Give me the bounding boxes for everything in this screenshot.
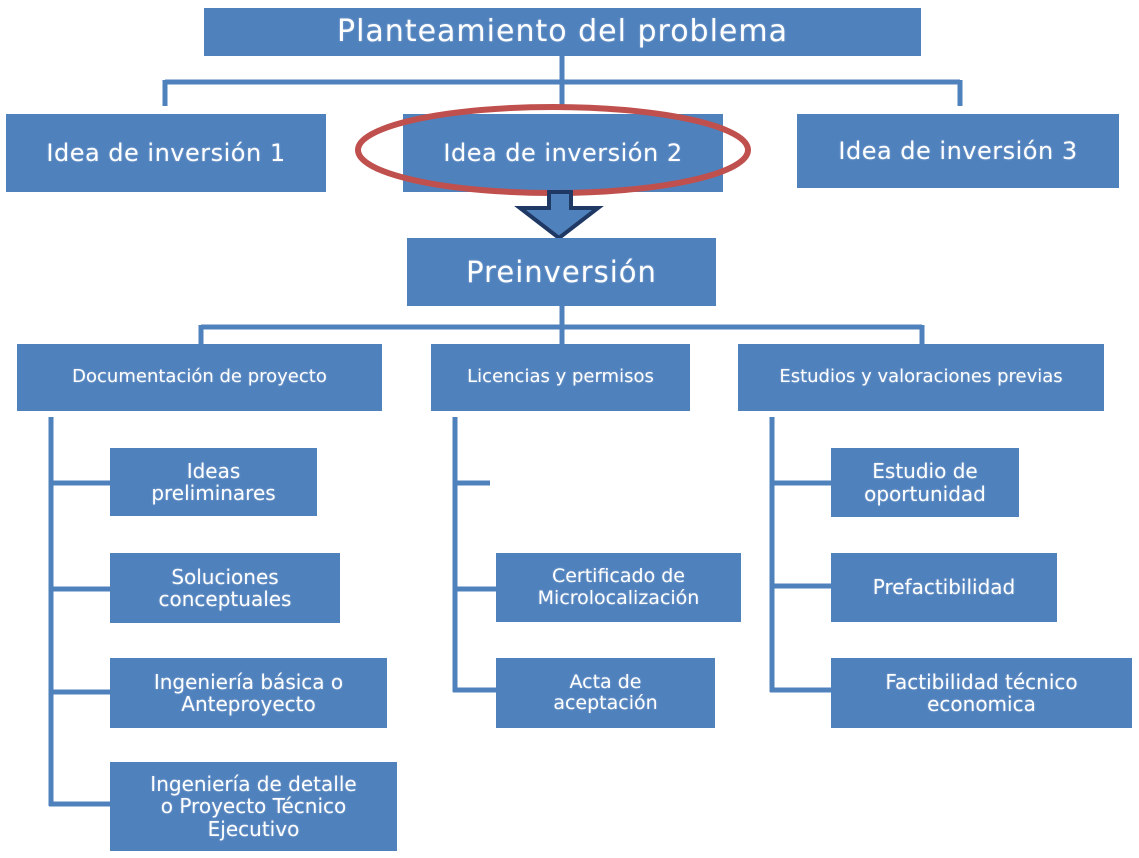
- leaf-prefactibilidad: Prefactibilidad: [831, 553, 1057, 622]
- investment-idea-2-box: Idea de inversión 2: [403, 114, 723, 192]
- preinversion-box: Preinversión: [407, 238, 716, 306]
- category-project-documentation: Documentación de proyecto: [17, 344, 382, 411]
- leaf-ingenieria-basica: Ingeniería básica o Anteproyecto: [110, 658, 387, 728]
- investment-idea-3-label: Idea de inversión 3: [838, 136, 1078, 165]
- category-label: Documentación de proyecto: [72, 366, 327, 388]
- leaf-ideas-preliminares: Ideas preliminares: [110, 448, 317, 516]
- leaf-line: Certificado de: [551, 565, 685, 588]
- leaf-line: oportunidad: [864, 481, 986, 506]
- leaf-line: aceptación: [553, 692, 658, 714]
- leaf-line: Anteproyecto: [181, 692, 316, 716]
- leaf-line: Microlocalización: [537, 586, 700, 609]
- preinversion-label: Preinversión: [466, 254, 657, 289]
- problem-statement-box: Planteamiento del problema: [204, 8, 921, 56]
- leaf-line: conceptuales: [158, 587, 292, 611]
- leaf-line: Estudio de: [872, 459, 978, 484]
- leaf-certificado-microlocalizacion: Certificado de Microlocalización: [496, 553, 741, 622]
- category-prior-studies: Estudios y valoraciones previas: [738, 344, 1104, 411]
- category-licenses-permits: Licencias y permisos: [431, 344, 690, 411]
- leaf-soluciones-conceptuales: Soluciones conceptuales: [110, 553, 340, 623]
- leaf-line: economica: [927, 692, 1036, 716]
- investment-idea-1-label: Idea de inversión 1: [46, 138, 286, 167]
- investment-idea-2-label: Idea de inversión 2: [443, 138, 683, 167]
- leaf-line: Ingeniería básica o: [153, 669, 344, 694]
- problem-statement-label: Planteamiento del problema: [337, 14, 788, 50]
- leaf-estudio-oportunidad: Estudio de oportunidad: [831, 448, 1019, 517]
- investment-idea-3-box: Idea de inversión 3: [797, 114, 1119, 188]
- investment-idea-1-box: Idea de inversión 1: [6, 114, 326, 192]
- category-label: Estudios y valoraciones previas: [779, 366, 1063, 388]
- down-arrow-icon: [514, 190, 604, 241]
- leaf-line: Factibilidad técnico: [885, 669, 1078, 694]
- leaf-ingenieria-detalle: Ingeniería de detalle o Proyecto Técnico…: [110, 762, 397, 851]
- leaf-line: Ingeniería de detalle: [150, 771, 357, 796]
- leaf-factibilidad-tecnico-economica: Factibilidad técnico economica: [831, 658, 1132, 728]
- leaf-line: Soluciones: [171, 564, 279, 589]
- leaf-line: preliminares: [151, 481, 276, 505]
- highlight-ellipse: [355, 104, 751, 196]
- category-label: Licencias y permisos: [467, 366, 654, 388]
- leaf-line: Acta de: [569, 670, 642, 693]
- leaf-line: Prefactibilidad: [872, 575, 1016, 600]
- leaf-line: o Proyecto Técnico: [160, 794, 347, 819]
- leaf-line: Ejecutivo: [207, 816, 300, 841]
- leaf-line: Ideas: [186, 458, 241, 483]
- leaf-acta-aceptacion: Acta de aceptación: [496, 658, 715, 728]
